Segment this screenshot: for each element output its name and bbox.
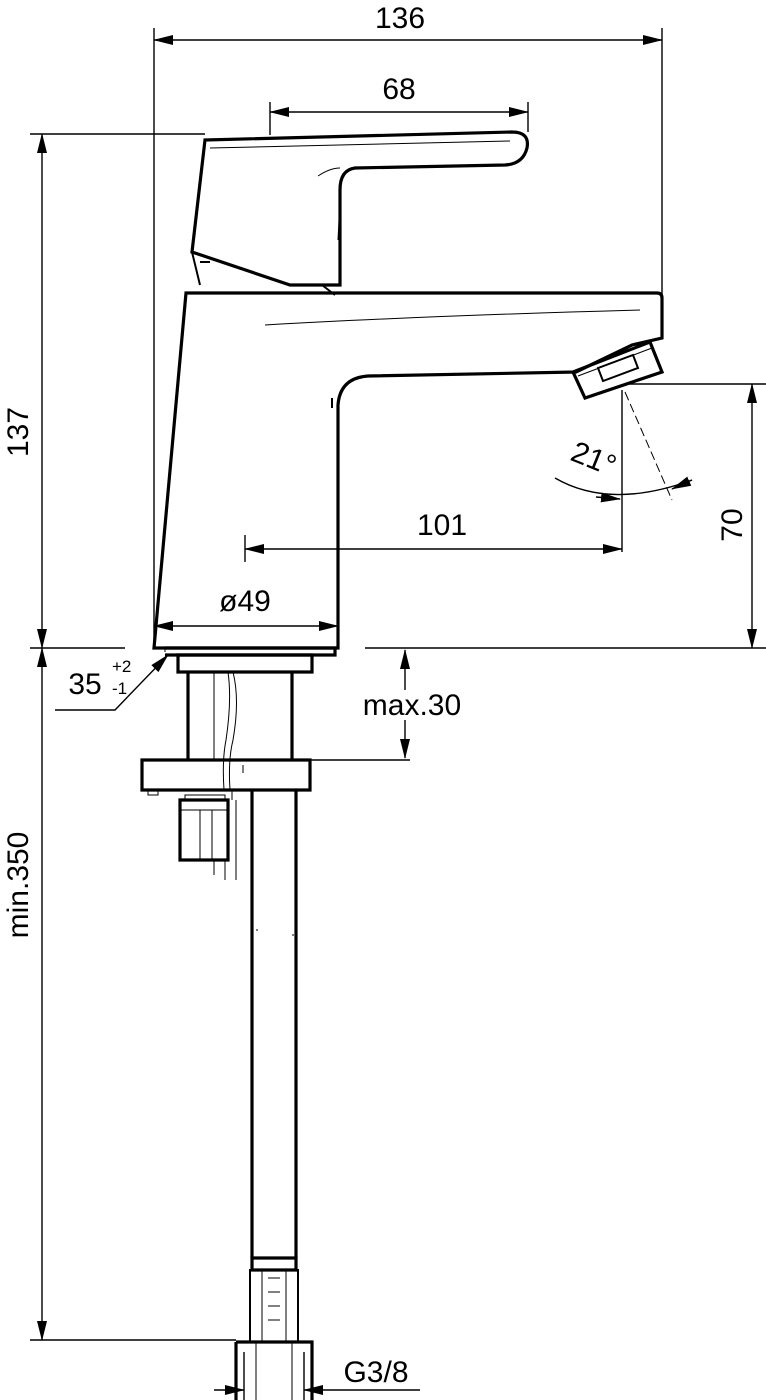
label-handle-length: 68 <box>382 73 415 106</box>
dimension-lines <box>30 35 757 1395</box>
label-max-deck-thickness: max.30 <box>363 689 461 722</box>
connector-nut <box>236 1340 314 1400</box>
mounting-plate <box>140 758 312 792</box>
label-overall-height: 137 <box>2 407 35 457</box>
fixing-nut <box>178 798 230 862</box>
label-base-diameter: ø49 <box>219 585 271 618</box>
lever-handle <box>190 130 530 287</box>
label-spout-reach: 101 <box>417 509 467 542</box>
label-aerator-height: 70 <box>716 508 749 541</box>
mounting-assembly <box>140 671 312 880</box>
dim-arc-spray-angle <box>554 477 693 496</box>
aerator <box>570 339 665 400</box>
label-overall-width: 136 <box>375 2 425 35</box>
label-hole-diameter: 35 <box>68 668 101 701</box>
faucet-outline <box>152 130 665 674</box>
label-hole-tolerance-upper: +2 <box>112 657 131 676</box>
label-hole-tolerance-lower: -1 <box>112 679 127 698</box>
dimension-labels: 136 68 137 101 ø49 70 21° 35 +2 -1 max.3… <box>2 2 749 1389</box>
label-connection-thread: G3/8 <box>343 1356 408 1389</box>
label-min-hose-length: min.350 <box>2 832 35 939</box>
supply-hose <box>234 790 314 1400</box>
base-flange <box>176 653 314 674</box>
dim-leader-hole <box>55 654 169 711</box>
label-spray-angle: 21° <box>566 435 620 483</box>
